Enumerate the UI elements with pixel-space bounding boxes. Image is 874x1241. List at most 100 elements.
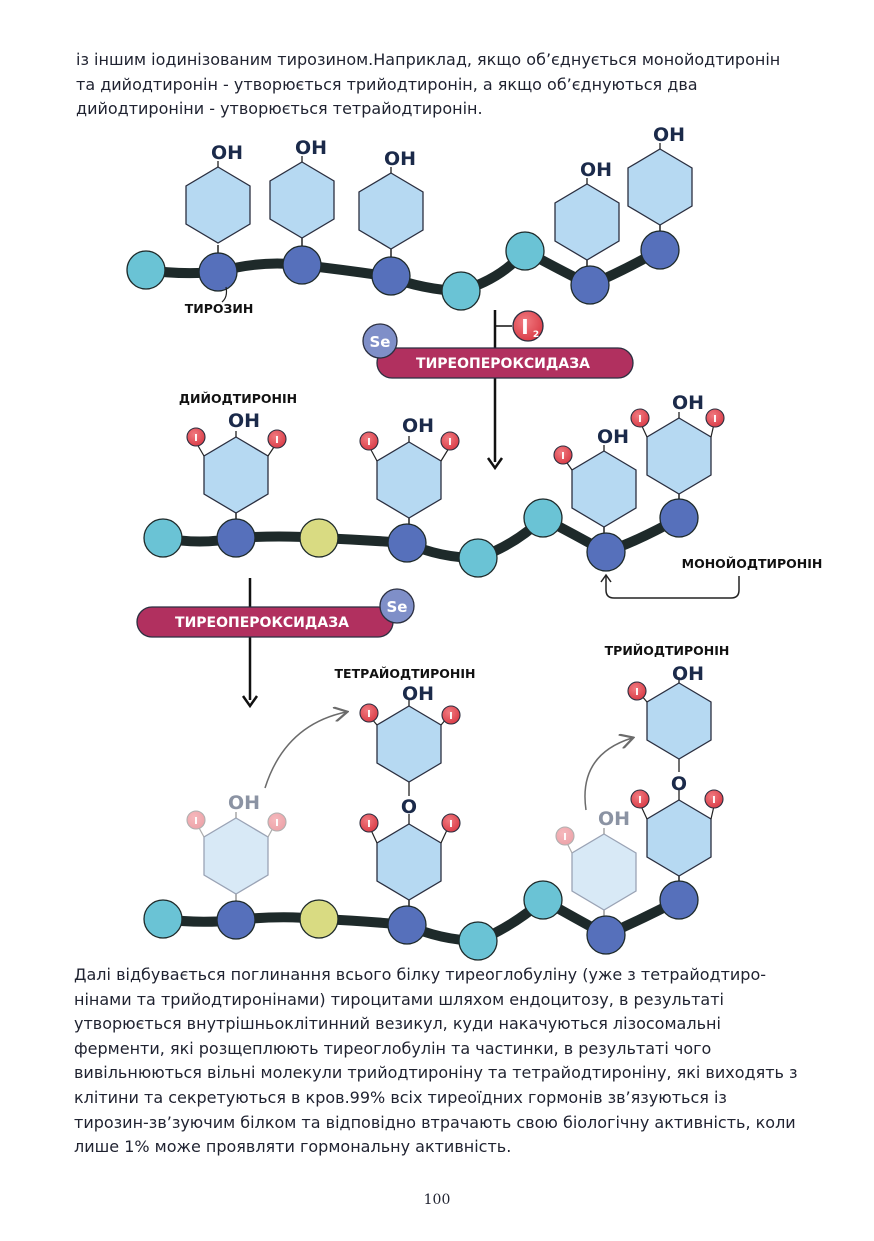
ether-oxygen-label: O [671, 773, 687, 795]
iodine-atom [267, 429, 287, 449]
iodine-label: I [194, 433, 198, 444]
oh-label: OH [597, 426, 629, 448]
enzyme-label: ТИРЕОПЕРОКСИДАЗА [416, 356, 590, 372]
iodine-label: I [635, 687, 639, 698]
iodine-subscript: 2 [533, 330, 539, 340]
selenium-icon [379, 588, 415, 624]
oh-label: OH [295, 137, 327, 159]
amino-acid-residue [523, 498, 563, 538]
amino-acid-residue-yellow [299, 899, 339, 939]
iodine-label: I [449, 819, 453, 830]
selenium-label: Se [387, 598, 408, 616]
iodine-label: I [367, 437, 371, 448]
iodine-atom [441, 813, 461, 833]
enzyme-bar [376, 347, 634, 379]
amino-acid-residue [441, 271, 481, 311]
monoiodotyronine-ring [571, 450, 637, 528]
tyrosine-residue [387, 905, 427, 945]
iodine-atom [440, 431, 460, 451]
diiodotyronine-ring [203, 436, 269, 514]
iodine-label: I [638, 795, 642, 806]
iodine-atom [630, 408, 650, 428]
iodine-molecule-label: I [521, 315, 528, 339]
iodine-atom [704, 789, 724, 809]
oh-label: OH [402, 415, 434, 437]
tyrosine-ring-5 [627, 148, 693, 226]
iodine-atom [359, 813, 379, 833]
tyrosine-residue [570, 265, 610, 305]
amino-acid-residue [505, 231, 545, 271]
amino-acid-residue-yellow [299, 518, 339, 558]
tetraiodotyronine-outer-ring [376, 705, 442, 783]
iodine-label-faded: I [275, 818, 279, 829]
iodine-atom [186, 427, 206, 447]
iodine-label: I [638, 414, 642, 425]
coupled-chain-row: OH I I O OH I I I I ТЕТРАЙОДТИРОНІН OH [143, 643, 730, 961]
selenium-label: Se [370, 333, 391, 351]
iodine-atom [705, 408, 725, 428]
enzyme-step-1: I 2 ТИРЕОПЕРОКСИДАЗА Se [362, 310, 634, 471]
tyrosine-residue [586, 915, 626, 955]
oh-label-faded: OH [598, 808, 630, 830]
amino-acid-residue [458, 538, 498, 578]
amino-acid-residue [126, 250, 166, 290]
iodine-atom-faded [267, 812, 287, 832]
iodine-label-faded: I [194, 816, 198, 827]
tyrosine-residue [586, 532, 626, 572]
iodine-atom [627, 681, 647, 701]
tyrosine-residue [216, 900, 256, 940]
oh-label-faded: OH [228, 792, 260, 814]
tyrosine-ring-4 [554, 183, 620, 261]
page-number: 100 [423, 1192, 451, 1208]
iodine-molecule-icon [512, 310, 544, 342]
diiodotyronine-ring [376, 441, 442, 519]
tyrosine-residue [216, 518, 256, 558]
tetraiodotyronine-label: ТЕТРАЙОДТИРОНІН [335, 666, 476, 681]
oh-label: OH [580, 159, 612, 181]
oh-label: OH [672, 392, 704, 414]
oh-label: OH [653, 124, 685, 146]
donor-ring-faded [571, 833, 637, 911]
triiodotyronine-outer-ring [646, 682, 712, 760]
intro-paragraph: із іншим іодинізованим тирозином.Наприкл… [76, 50, 781, 118]
amino-acid-residue [143, 899, 183, 939]
iodine-label: I [449, 711, 453, 722]
selenium-icon [362, 323, 398, 359]
oh-label: OH [211, 142, 243, 164]
iodine-label-faded: I [563, 832, 567, 843]
oh-label: OH [384, 148, 416, 170]
iodinated-chain-row: OH OH OH OH I I I I I I I ДИЙОД [143, 391, 822, 599]
tyrosine-residue [659, 498, 699, 538]
iodine-label: I [367, 819, 371, 830]
body-paragraph: Далі відбувається поглинання всього білк… [74, 965, 798, 1157]
tyrosine-label: ТИРОЗИН [185, 301, 254, 316]
enzyme-label: ТИРЕОПЕРОКСИДАЗА [175, 615, 349, 631]
tyrosine-ring-3 [358, 172, 424, 250]
iodine-atom [553, 445, 573, 465]
tyrosine-residue [640, 230, 680, 270]
diiodotyronine-label: ДИЙОДТИРОНІН [179, 391, 297, 406]
triiodotyronine-label: ТРИЙОДТИРОНІН [605, 643, 730, 658]
tetraiodotyronine-inner-ring [376, 823, 442, 901]
amino-acid-residue [143, 518, 183, 558]
iodine-label: I [367, 709, 371, 720]
iodine-atom [359, 431, 379, 451]
iodine-label: I [561, 451, 565, 462]
triiodotyronine-inner-ring [646, 799, 712, 877]
iodine-label: I [448, 437, 452, 448]
tyrosine-residue [198, 252, 238, 292]
iodine-atom [441, 705, 461, 725]
oh-label: OH [672, 663, 704, 685]
tyrosine-ring-1 [185, 166, 251, 244]
iodine-label: I [713, 414, 717, 425]
oh-label: OH [402, 683, 434, 705]
amino-acid-residue [523, 880, 563, 920]
tyrosine-ring-2 [269, 161, 335, 239]
iodine-label: I [712, 795, 716, 806]
tyrosine-residue [371, 256, 411, 296]
enzyme-step-2: ТИРЕОПЕРОКСИДАЗА Se [136, 578, 415, 709]
tyrosine-residue [282, 245, 322, 285]
iodine-atom-faded [186, 810, 206, 830]
ether-oxygen-label: O [401, 796, 417, 818]
